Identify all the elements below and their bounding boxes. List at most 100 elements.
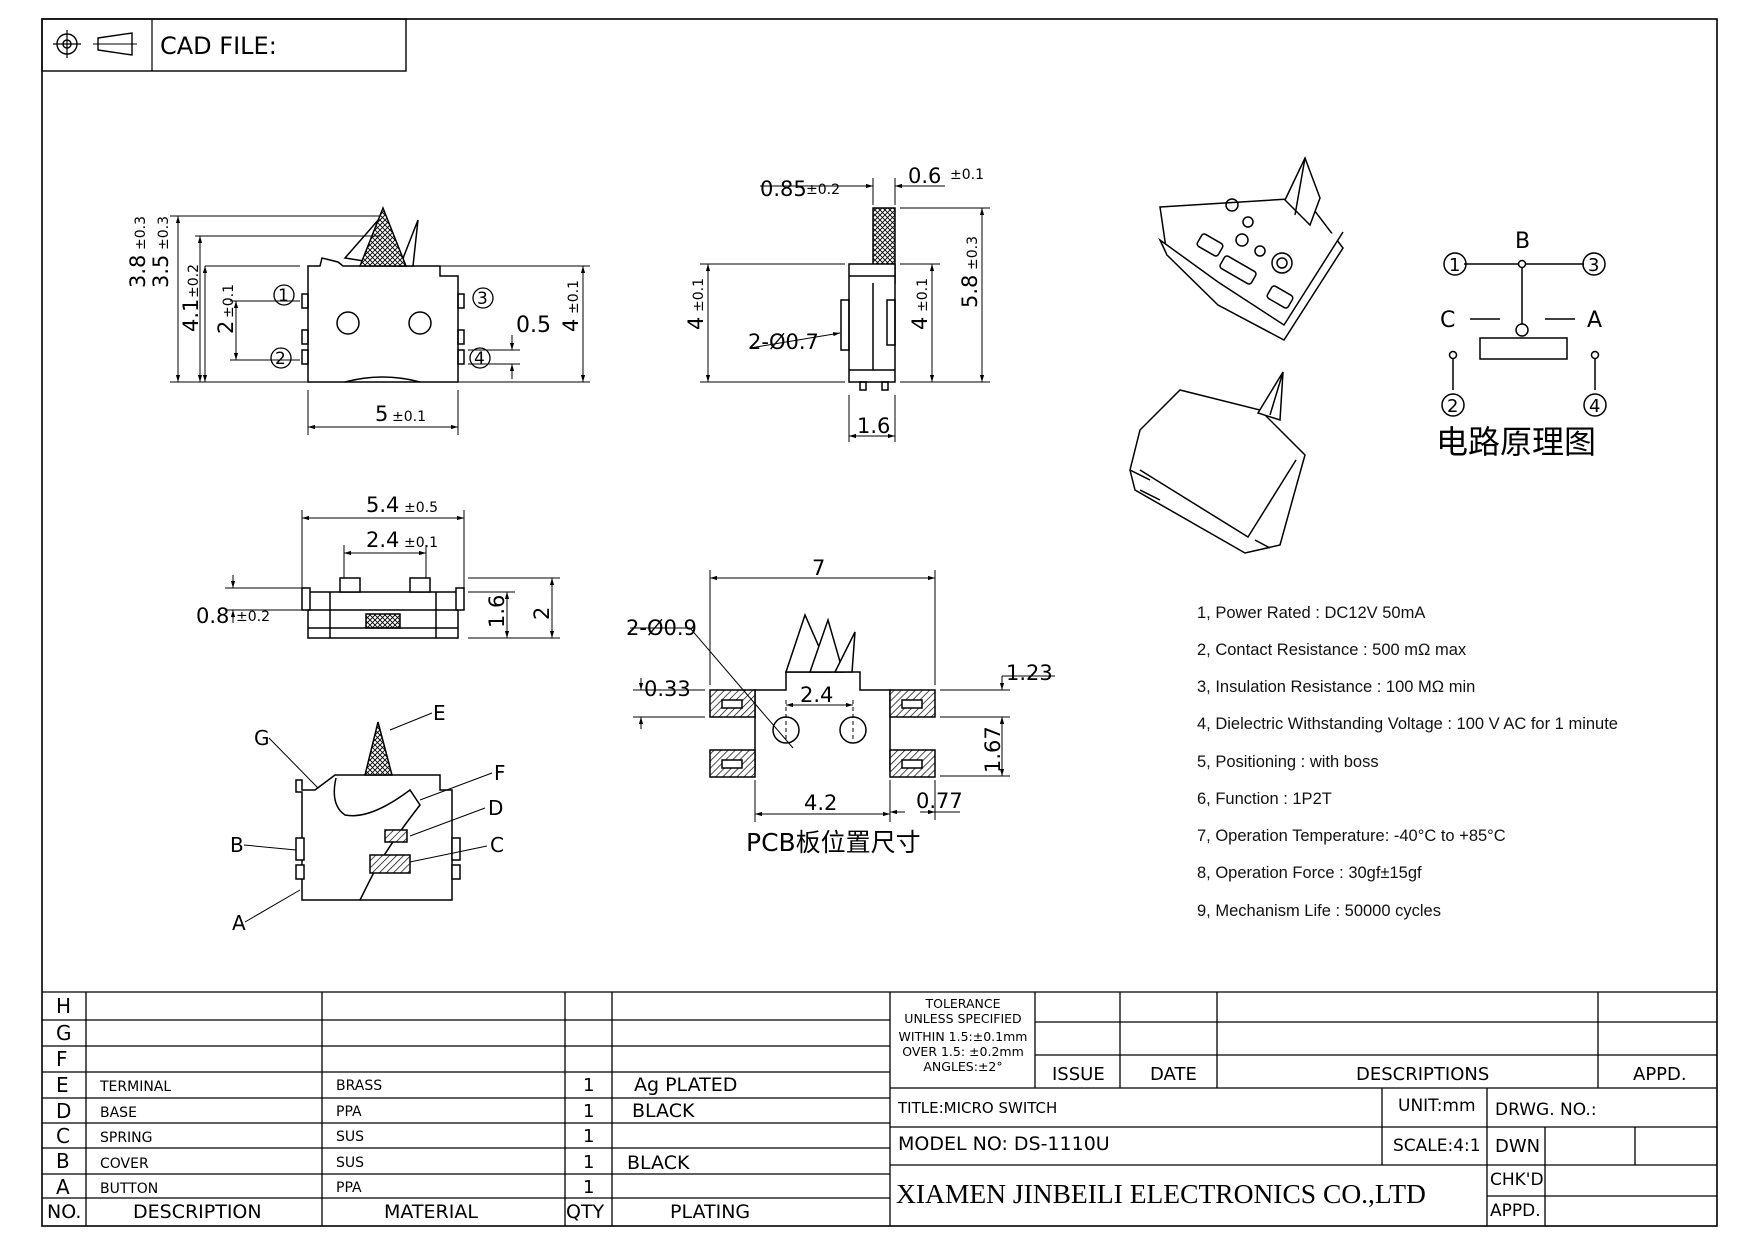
top-view (301, 577, 465, 639)
pin-1-label: 1 (278, 286, 289, 306)
dim-tol: ±0.2 (186, 264, 202, 298)
bom-material: SUS (336, 1129, 365, 1145)
bom-description: BASE (100, 1105, 137, 1121)
circuit-title: 电路原理图 (1436, 423, 1596, 461)
spec-item: 8, Operation Force : 30gf±15gf (1197, 864, 1422, 882)
bom-description: BUTTON (100, 1181, 159, 1197)
bom-qty: 1 (583, 1101, 595, 1122)
dim-tol: ±0.1 (915, 278, 931, 312)
bom-no: A (56, 1175, 70, 1199)
dim-3-8: 3.8 (126, 255, 150, 288)
section-view (295, 721, 461, 901)
dim-4: 4 (684, 317, 708, 330)
dim-5: 5 (375, 402, 388, 426)
dim-1-6: 1.6 (857, 414, 890, 438)
circuit-diagram (1441, 252, 1607, 417)
part-label-c: C (490, 833, 504, 857)
rev-header-appd: APPD. (1633, 1064, 1687, 1085)
bom-plating: BLACK (627, 1152, 690, 1174)
dim-0-85: 0.85 (760, 177, 807, 201)
bom-header-material: MATERIAL (384, 1201, 478, 1223)
bom-no: H (56, 994, 72, 1018)
dim-0-77: 0.77 (916, 789, 963, 813)
rev-header-date: DATE (1150, 1064, 1197, 1085)
tolerance-line: UNLESS SPECIFIED (904, 1011, 1022, 1026)
spec-item: 5, Positioning : with boss (1197, 753, 1379, 771)
spec-item: 7, Operation Temperature: -40°C to +85°C (1197, 827, 1506, 845)
dim-0-33: 0.33 (644, 677, 691, 701)
side-view-dimensions (700, 178, 990, 442)
node-c-label: C (1440, 308, 1455, 333)
bom-description: COVER (100, 1156, 149, 1172)
pin-2-label: 2 (275, 349, 286, 369)
dim-4: 4 (908, 317, 932, 330)
dim-tol: ±0.1 (404, 535, 438, 551)
bom-header-description: DESCRIPTION (133, 1201, 262, 1223)
part-label-f: F (494, 761, 506, 785)
front-view-pins: 1 2 3 4 (270, 284, 494, 369)
pcb-title: PCB板位置尺寸 (746, 828, 921, 857)
first-angle-projection-icon (53, 30, 137, 58)
pcb-layout (709, 612, 936, 778)
part-label-d: D (488, 796, 503, 820)
isometric-bottom-view (1129, 371, 1306, 554)
bom-material: SUS (336, 1155, 365, 1171)
part-label-g: G (254, 726, 270, 750)
rev-header-issue: ISSUE (1052, 1064, 1105, 1085)
dim-1-6: 1.6 (485, 595, 509, 628)
bom-header-plating: PLATING (670, 1201, 751, 1223)
section-view-leaders (243, 712, 493, 923)
side-view (840, 207, 896, 391)
dim-0-6: 0.6 (908, 164, 941, 188)
pcb-dimensions (630, 570, 1055, 822)
dim-tol: ±0.1 (691, 278, 707, 312)
spec-item: 4, Dielectric Withstanding Voltage : 100… (1197, 715, 1618, 733)
dim-tol: ±0.3 (965, 236, 981, 270)
bom-qty: 1 (583, 1177, 595, 1198)
dim-2-4: 2.4 (800, 683, 833, 707)
part-label-e: E (433, 701, 446, 725)
dim-tol: ±0.2 (806, 182, 840, 198)
model-number: MODEL NO: DS-1110U (898, 1133, 1110, 1155)
pcb-dim-text: 7 2-Ø0.9 0.33 2.4 1.23 1.67 0.77 4.2 PCB… (626, 556, 1053, 857)
front-view-dimensions (170, 215, 590, 435)
chkd-label: CHK'D (1490, 1170, 1544, 1190)
dim-2: 2 (530, 607, 554, 620)
dim-0-8: 0.8 (196, 604, 229, 628)
bom-qty: 1 (583, 1126, 595, 1147)
cad-file-label: CAD FILE: (160, 32, 277, 60)
tolerance-line: OVER 1.5: ±0.2mm (902, 1044, 1024, 1059)
bom-no: D (56, 1099, 72, 1123)
bom-material: BRASS (336, 1078, 383, 1094)
circuit-pin-1: 1 (1449, 255, 1460, 276)
dim-4: 4 (559, 319, 583, 332)
pin-4-label: 4 (474, 349, 485, 369)
pin-3-label: 3 (477, 289, 488, 309)
part-label-b: B (230, 833, 244, 857)
dim-tol: ±0.1 (392, 409, 426, 425)
dim-2-4: 2.4 (366, 528, 399, 552)
front-view-dim-text: 3.8 ±0.3 3.5 ±0.3 4.1 ±0.2 2 ±0.1 0.5 4 … (126, 216, 583, 426)
side-view-dim-text: 0.85 ±0.2 0.6 ±0.1 4 ±0.1 2-Ø0.7 4 ±0.1 … (684, 164, 984, 438)
dim-tol: ±0.2 (236, 609, 270, 625)
dim-4-1: 4.1 (179, 299, 203, 332)
tolerance-line: ANGLES:±2° (923, 1059, 1003, 1074)
front-view (301, 205, 465, 383)
sheet-border (41, 18, 1718, 1227)
header-box (41, 18, 407, 72)
bom-no: E (56, 1073, 69, 1097)
bom-no: F (56, 1047, 68, 1071)
bom-qty: 1 (583, 1075, 595, 1096)
bom-description: SPRING (100, 1130, 153, 1146)
circuit-labels: B C A 1 3 2 4 电路原理图 (1436, 229, 1602, 461)
circuit-pin-2: 2 (1447, 396, 1458, 417)
bom-description: TERMINAL (100, 1079, 172, 1095)
tolerance-note: TOLERANCE UNLESS SPECIFIED WITHIN 1.5:±0… (893, 996, 1033, 1074)
top-view-dimensions (225, 510, 560, 639)
bom-plating: Ag PLATED (634, 1074, 738, 1096)
dim-tol: ±0.3 (133, 216, 149, 250)
bom-material: PPA (336, 1180, 362, 1196)
dim-0-5: 0.5 (516, 313, 551, 338)
dim-2-hole-0-9: 2-Ø0.9 (626, 616, 697, 640)
bom-material: PPA (336, 1104, 362, 1120)
